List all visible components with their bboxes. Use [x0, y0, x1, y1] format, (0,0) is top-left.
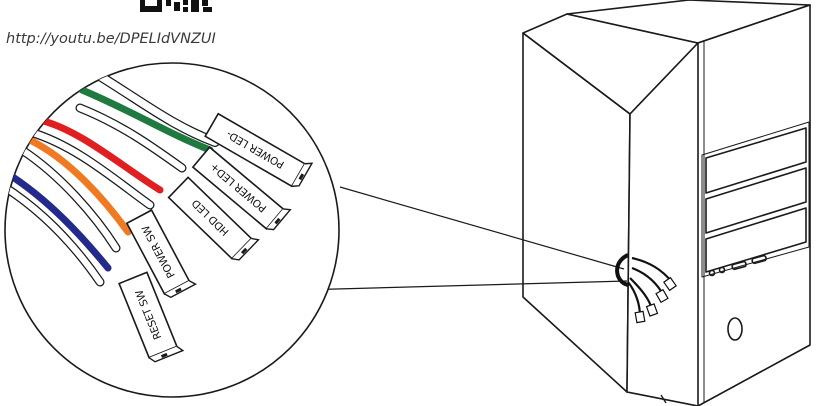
front-led-2	[718, 266, 726, 274]
wire-blue	[5, 168, 112, 272]
front-button-slot-1	[731, 260, 747, 271]
tower-cable-bundle	[615, 253, 677, 324]
front-led-1	[708, 269, 716, 277]
tower-side-panel	[522, 32, 631, 393]
tower-front-panel	[626, 4, 811, 406]
drive-bay-3	[705, 207, 807, 273]
wire-orange	[26, 136, 132, 236]
power-button-oval	[727, 317, 743, 341]
wire-bundle	[5, 65, 220, 287]
wire-red	[36, 116, 164, 194]
zoom-leader-lines	[299, 186, 628, 291]
drive-bay-1	[705, 127, 807, 194]
drive-bay-2	[705, 167, 807, 234]
front-button-slot-2	[751, 254, 767, 265]
wire-green	[78, 86, 214, 154]
pc-tower	[522, 0, 811, 406]
video-url[interactable]: http://youtu.be/DPELIdVNZUI	[6, 31, 216, 47]
qr-code-fragment	[140, 0, 212, 12]
zoom-circle: POWER LED- POWER LED+ HDD LED	[4, 62, 340, 398]
